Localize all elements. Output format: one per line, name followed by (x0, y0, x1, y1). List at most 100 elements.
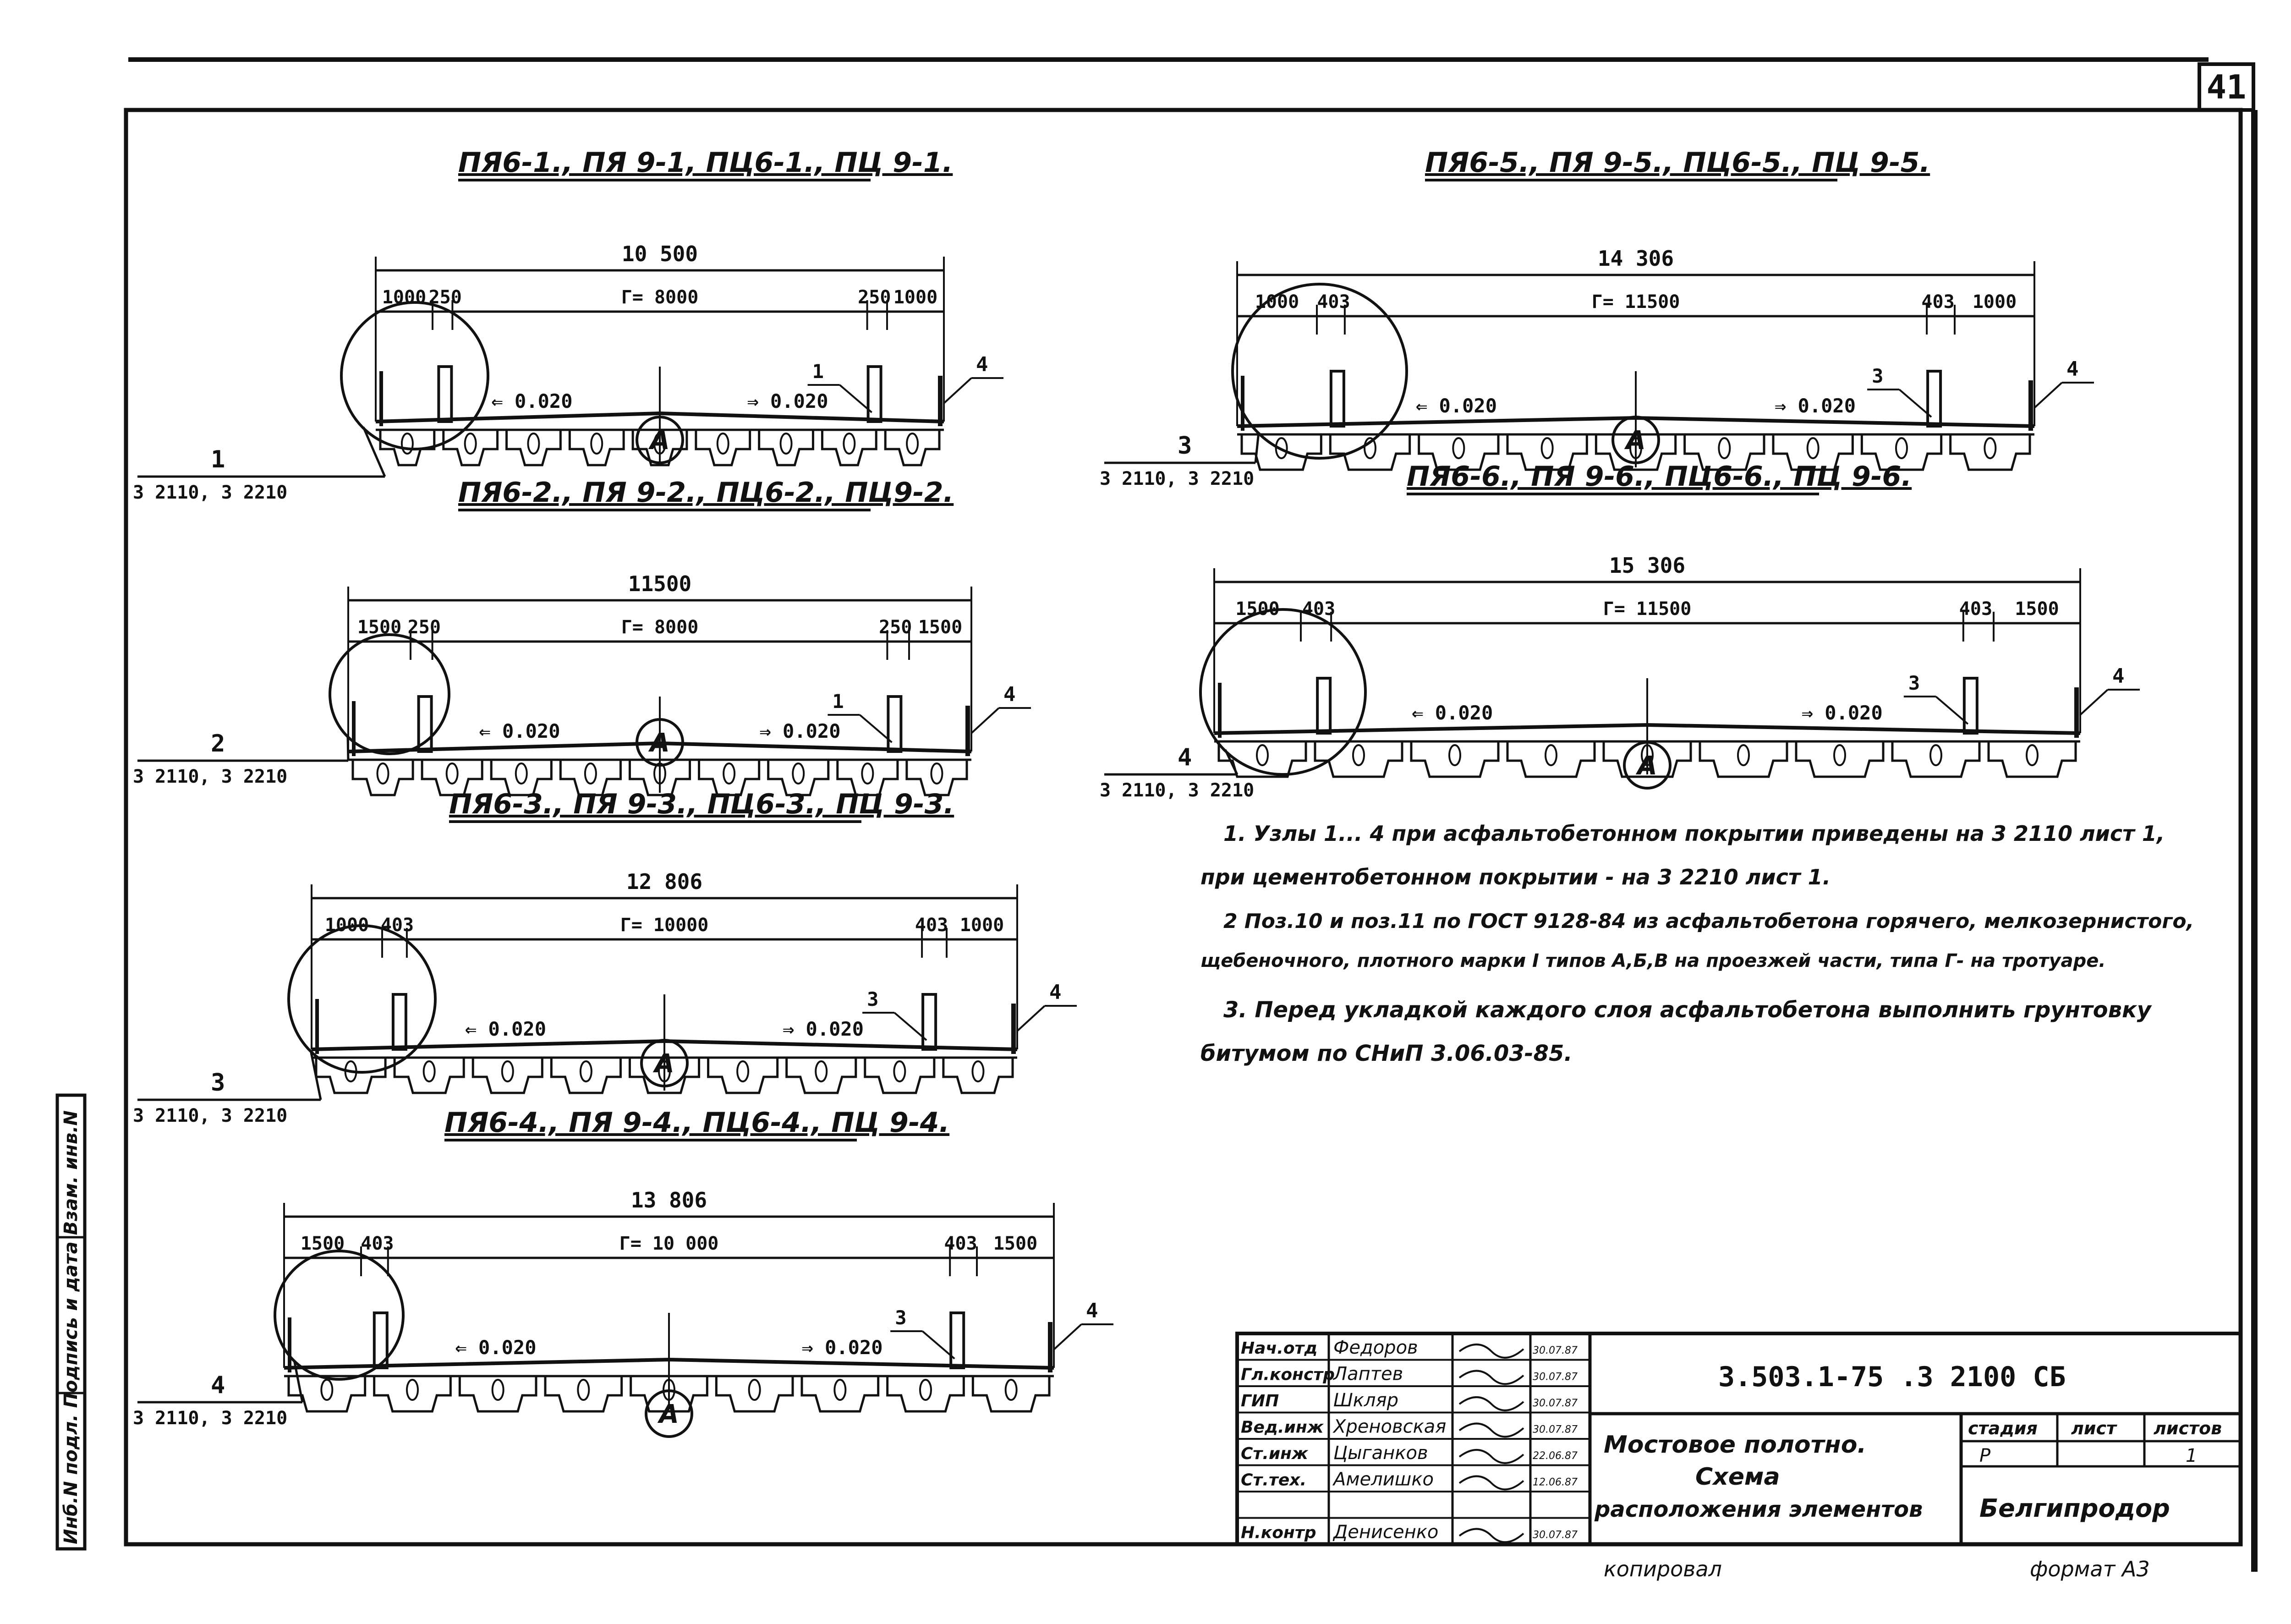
section-mark-circle (636, 718, 684, 767)
beam-void (1275, 437, 1288, 459)
copied-by: копировал (1604, 1557, 1722, 1581)
signature-role: Гл.констр (1241, 1366, 1335, 1384)
beam-profile (1949, 434, 2031, 471)
cross-section-4: ПЯ6-4., ПЯ 9-4., ПЦ6-4., ПЦ 9-4.13 80615… (133, 1107, 1113, 1438)
node-reference-number: 4 (1178, 744, 1192, 771)
signature-role: Ст.тех. (1241, 1471, 1306, 1490)
section-title: ПЯ6-5., ПЯ 9-5., ПЦ6-5., ПЦ 9-5. (1425, 147, 1930, 179)
right-gap-width: 250 (858, 287, 891, 308)
beam-profile (905, 760, 968, 796)
node-callout: 3 (1872, 365, 1883, 387)
slope-right-label: ⇒ 0.020 (1802, 702, 1883, 724)
note-line-2: при цементобетонном покрытии - на 3 2210… (1200, 865, 1831, 889)
signature-date: 30.07.87 (1533, 1398, 1578, 1409)
node-reference-sheets: 3 2110, 3 2210 (133, 482, 287, 503)
beam-profile (836, 760, 899, 796)
sheet-header: лист (2071, 1418, 2117, 1438)
railing-callout: 4 (2066, 357, 2079, 381)
left-curb (1329, 370, 1345, 428)
cross-section-5: ПЯ6-5., ПЯ 9-5., ПЦ6-5., ПЦ 9-5. 14 306 10… (1100, 147, 2094, 489)
right-edge-width: 1000 (1973, 291, 2017, 313)
beam-void (1806, 437, 1820, 459)
beam-void (748, 1379, 761, 1401)
node-callout: 3 (895, 1306, 906, 1329)
drawing-frame (124, 108, 2243, 1547)
total-width-label: 12 806 (626, 869, 702, 894)
beam-profile (1595, 434, 1677, 471)
cross-section-6: ПЯ6-6., ПЯ 9-6., ПЦ6-6., ПЦ 9-6.15 30615… (1100, 461, 2140, 801)
right-gap-width: 403 (1921, 291, 1954, 313)
section-title: ПЯ6-2., ПЯ 9-2., ПЦ6-2., ПЦ9-2. (458, 477, 954, 509)
right-edge-width: 1000 (893, 287, 937, 308)
signature-role: Ст.инж (1241, 1444, 1309, 1463)
side-stamp-text: Инб.N подл. Подпись и дата Взам. инв.N (60, 1110, 82, 1544)
slope-right-label: ⇒ 0.020 (801, 1336, 882, 1359)
section-title: ПЯ6-1., ПЯ 9-1, ПЦ6-1., ПЦ 9-1. (458, 147, 953, 179)
signature-name: Лаптев (1332, 1364, 1403, 1385)
node-callout: 3 (1908, 672, 1920, 694)
beam-void (1737, 744, 1750, 766)
note-line-4: щебеночного, плотного марки I типов А,Б,… (1200, 950, 2106, 971)
right-curb (1962, 677, 1979, 735)
signature-date: 30.07.87 (1533, 1530, 1578, 1541)
detail-node-circle (1199, 608, 1367, 776)
document-code: 3.503.1-75 .3 2100 СБ (1718, 1361, 2066, 1393)
beam-profile (550, 1058, 622, 1094)
railing-callout: 4 (2112, 664, 2125, 688)
beam-profile (707, 1058, 779, 1094)
beam-profile (559, 760, 622, 796)
section-title: ПЯ6-6., ПЯ 9-6., ПЦ6-6., ПЦ 9-6. (1407, 461, 1912, 493)
detail-node-circle (274, 1250, 405, 1381)
note-line-5: 3. Перед укладкой каждого слоя асфальтоб… (1223, 997, 2152, 1023)
beam-profile (630, 1376, 708, 1413)
node-reference-sheets: 3 2110, 3 2210 (133, 1105, 287, 1126)
slope-right-label: ⇒ 0.020 (783, 1018, 864, 1040)
detail-node-circle (287, 924, 437, 1074)
handwritten-signature (1458, 1528, 1524, 1543)
carriageway-width: Г= 11500 (1603, 598, 1692, 620)
beam-profile (471, 1058, 543, 1094)
beam-profile (393, 1058, 465, 1094)
railing-callout: 4 (1003, 683, 1016, 706)
note-line-6: битумом по СНиП 3.06.03-85. (1200, 1041, 1573, 1066)
signature-role: ГИП (1241, 1392, 1279, 1410)
handwritten-signature (1458, 1344, 1524, 1359)
beam-void (833, 1379, 847, 1401)
cross-section-2: ПЯ6-2., ПЯ 9-2., ПЦ6-2., ПЦ9-2.115001500… (133, 477, 1031, 796)
node-callout: 1 (812, 360, 824, 383)
beam-profile (1314, 741, 1403, 778)
beam-profile (1683, 434, 1765, 471)
section-mark-circle (1611, 416, 1660, 464)
beam-void (1352, 744, 1365, 766)
beam-void (815, 1060, 828, 1082)
sheets-header: листов (2154, 1418, 2222, 1438)
beam-profile (1860, 434, 1943, 471)
note-line-3: 2 Поз.10 и поз.11 по ГОСТ 9128-84 из асф… (1223, 910, 2194, 933)
carriageway-width: Г= 11500 (1592, 291, 1680, 313)
beam-void (400, 433, 414, 455)
side-stamp-box (55, 1093, 87, 1551)
total-width-label: 14 306 (1598, 246, 1674, 271)
beam-void (1452, 437, 1465, 459)
signature-name: Федоров (1333, 1337, 1418, 1358)
beam-void (792, 763, 805, 785)
section-mark-circle (636, 416, 684, 464)
organization: Белгипродор (1979, 1494, 2170, 1523)
signature-name: Шкляр (1333, 1390, 1398, 1411)
beam-void (1984, 437, 1997, 459)
beam-profile (505, 430, 562, 466)
stage-value: Р (1979, 1445, 1991, 1466)
total-width-label: 11500 (628, 571, 691, 596)
left-edge-width: 1000 (382, 287, 426, 308)
beam-profile (458, 1376, 537, 1413)
carriageway-width: Г= 10 000 (619, 1233, 719, 1254)
beam-profile (442, 430, 499, 466)
side-stamp: Инб.N подл. Подпись и дата Взам. инв.N (55, 1093, 87, 1551)
total-width-label: 13 806 (631, 1188, 707, 1213)
node-reference-sheets: 3 2110, 3 2210 (1100, 780, 1254, 801)
beam-void (1929, 744, 1942, 766)
node-reference-number: 1 (211, 446, 225, 473)
left-gap-width: 250 (408, 617, 441, 638)
sheets-value: 1 (2186, 1445, 2197, 1466)
